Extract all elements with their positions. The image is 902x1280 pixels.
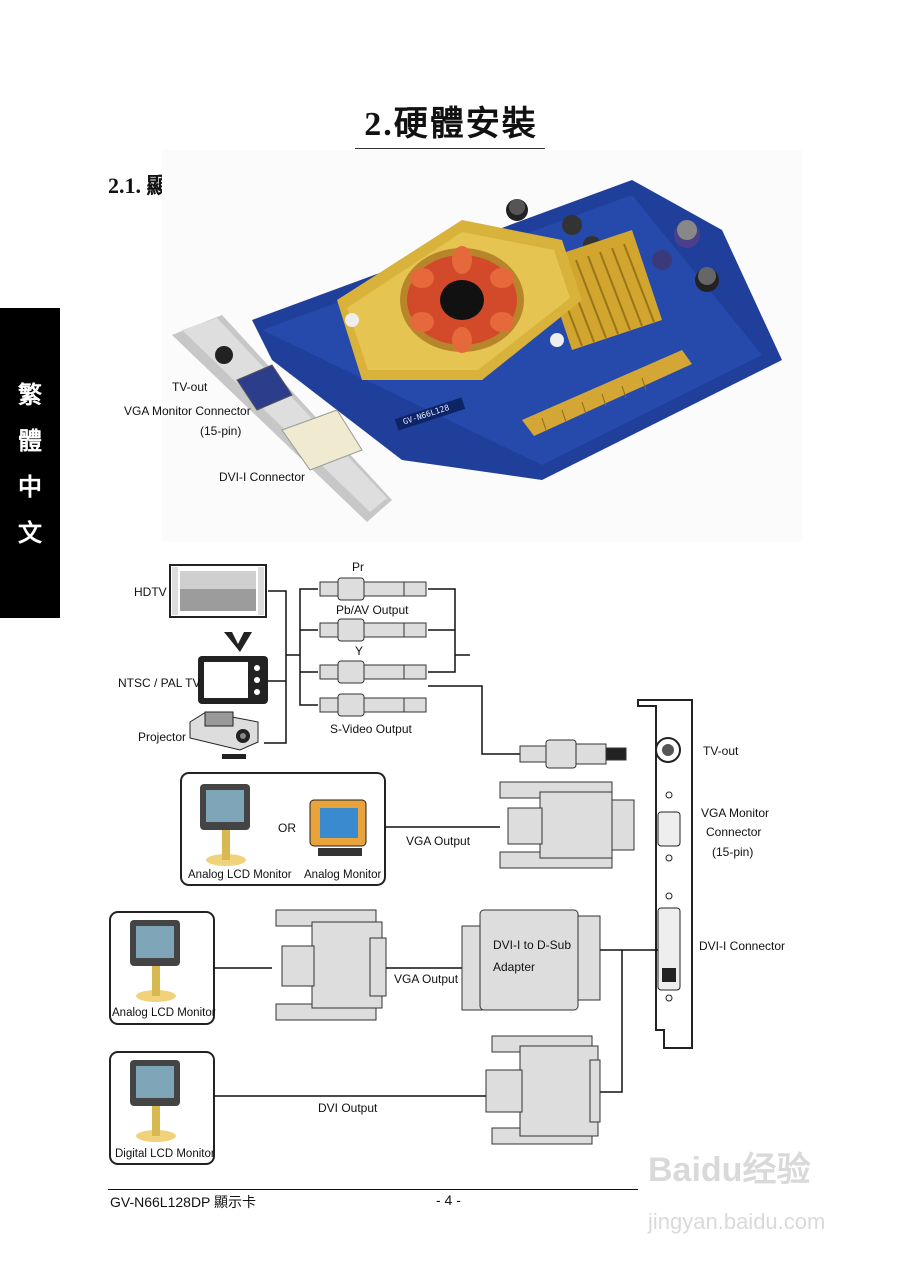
label-pr: Pr bbox=[352, 560, 364, 574]
label-svideo: S-Video Output bbox=[330, 722, 412, 736]
tv-out-port bbox=[215, 346, 233, 364]
vga-connector-2 bbox=[275, 909, 387, 1021]
photo-label-vga: VGA Monitor Connector bbox=[124, 404, 251, 418]
tv-icon bbox=[198, 632, 268, 704]
analog-monitor-icon bbox=[309, 799, 367, 856]
hdtv-icon bbox=[169, 564, 267, 618]
label-vga-output-1: VGA Output bbox=[406, 834, 471, 848]
dvi-port bbox=[281, 409, 363, 471]
projector-icon bbox=[189, 711, 259, 759]
card-bracket bbox=[637, 699, 693, 1049]
footer-model: GV-N66L128DP 顯示卡 bbox=[110, 1194, 257, 1210]
side-tab-char: 文 bbox=[18, 518, 42, 547]
analog-lcd-icon-1 bbox=[200, 784, 250, 866]
label-analog-lcd-2: Analog LCD Monitor bbox=[112, 1007, 216, 1019]
vga-port bbox=[236, 364, 293, 411]
side-tab-char: 中 bbox=[18, 472, 42, 501]
side-tab-char: 繁 bbox=[18, 380, 42, 409]
label-dvi-connector: DVI-I Connector bbox=[699, 939, 786, 953]
watermark-brand: Baidu经验 bbox=[648, 1151, 811, 1189]
watermark-url: jingyan.baidu.com bbox=[648, 1209, 826, 1234]
label-pbav: Pb/AV Output bbox=[336, 603, 409, 617]
title-divider bbox=[355, 148, 545, 149]
label-tv-out: TV-out bbox=[703, 744, 739, 758]
agp-connector bbox=[522, 350, 692, 436]
label-analog-lcd-1: Analog LCD Monitor bbox=[188, 869, 292, 881]
label-vga-output-2: VGA Output bbox=[394, 972, 459, 986]
label-projector: Projector bbox=[138, 730, 187, 744]
photo-label-vga-pin: (15-pin) bbox=[200, 424, 242, 438]
label-dvi-output: DVI Output bbox=[318, 1101, 378, 1115]
page-number: - 4 - bbox=[436, 1192, 461, 1208]
label-adapter-2: Adapter bbox=[493, 960, 536, 974]
label-hdtv: HDTV bbox=[134, 585, 167, 599]
photo-label-tv-out: TV-out bbox=[172, 380, 208, 394]
label-y: Y bbox=[355, 644, 364, 658]
side-tab-char: 體 bbox=[18, 426, 42, 455]
language-side-tab: 繁 體 中 文 bbox=[0, 308, 60, 618]
digital-lcd-icon bbox=[130, 1060, 180, 1142]
label-ntsc: NTSC / PAL TV bbox=[118, 676, 201, 690]
label-connector: Connector bbox=[706, 825, 762, 839]
svideo-plug bbox=[519, 739, 627, 769]
label-adapter-1: DVI-I to D-Sub bbox=[493, 938, 572, 952]
photo-label-dvi: DVI-I Connector bbox=[219, 470, 306, 484]
label-15pin: (15-pin) bbox=[712, 845, 754, 859]
vga-connector-1 bbox=[499, 781, 635, 869]
label-vga-monitor: VGA Monitor bbox=[701, 806, 770, 820]
page-title: 2.硬體安裝 bbox=[364, 106, 538, 143]
analog-lcd-icon-2 bbox=[130, 920, 180, 1002]
footer-divider bbox=[108, 1189, 638, 1190]
label-or: OR bbox=[278, 821, 296, 835]
dvi-dsub-adapter bbox=[461, 909, 601, 1011]
dvi-connector bbox=[485, 1035, 601, 1145]
label-analog-monitor: Analog Monitor bbox=[304, 869, 382, 881]
baidu-watermark: Baidu经验 jingyan.baidu.com bbox=[648, 1150, 848, 1240]
rca-cables bbox=[319, 577, 427, 717]
graphics-card-photo: GV-N66L128 bbox=[162, 150, 802, 542]
label-digital-lcd: Digital LCD Monitor bbox=[115, 1148, 215, 1160]
